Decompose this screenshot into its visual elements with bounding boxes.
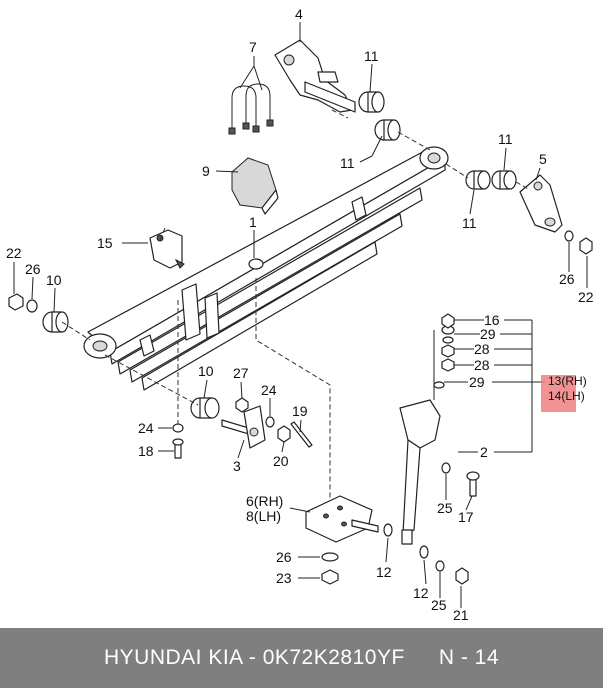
label-29-b: 29 <box>469 374 485 390</box>
label-28-b: 28 <box>474 357 490 373</box>
label-26-b: 26 <box>559 271 575 287</box>
label-18: 18 <box>138 443 154 459</box>
label-13-rh: (RH) <box>561 374 586 388</box>
label-11-a: 11 <box>364 48 379 64</box>
label-26-c: 26 <box>276 549 292 565</box>
shackle-plate <box>519 174 563 233</box>
label-22-b: 22 <box>578 289 594 305</box>
label-10-a: 10 <box>46 272 62 288</box>
label-26-a: 26 <box>25 261 41 277</box>
label-19: 19 <box>292 403 308 419</box>
label-24-b: 24 <box>261 382 277 398</box>
label-5: 5 <box>539 151 547 167</box>
shock-absorber <box>399 313 455 545</box>
stabilizer-bracket <box>149 229 185 269</box>
label-8-num: 8 <box>246 508 254 524</box>
bushings <box>358 91 517 190</box>
label-11-d: 11 <box>462 215 477 231</box>
label-20: 20 <box>273 453 289 469</box>
footer-page: N - 14 <box>438 646 499 669</box>
label-8: 8(LH) <box>246 508 281 524</box>
footer-bar: HYUNDAI KIA - 0K72K2810YF N - 14 <box>0 628 603 688</box>
highlight-box <box>541 375 576 412</box>
label-15: 15 <box>97 235 113 251</box>
lower-hardware <box>172 397 313 459</box>
label-17: 17 <box>458 509 474 525</box>
leaf-spring-parts-diagram: 4 7 11 11 11 11 5 9 1 15 22 26 10 26 22 … <box>6 6 594 623</box>
lower-right-hardware <box>419 230 593 585</box>
label-7: 7 <box>249 39 257 55</box>
label-11-b: 11 <box>340 155 355 171</box>
label-28-a: 28 <box>474 341 490 357</box>
label-22-a: 22 <box>6 245 22 261</box>
label-3: 3 <box>233 458 241 474</box>
label-14: 14(LH) <box>548 389 585 403</box>
label-6-num: 6 <box>246 493 254 509</box>
label-9: 9 <box>202 163 210 179</box>
label-6-rh: (RH) <box>254 493 284 509</box>
label-4: 4 <box>295 6 303 22</box>
footer-part-number: HYUNDAI KIA - 0K72K2810YF <box>104 646 405 669</box>
label-23: 23 <box>276 570 292 586</box>
leaf-spring <box>83 146 449 391</box>
label-11-c: 11 <box>498 131 513 147</box>
label-12-a: 12 <box>376 564 392 580</box>
spring-seat <box>305 495 393 585</box>
label-12-b: 12 <box>413 585 429 601</box>
assembly-lines <box>61 109 531 498</box>
shackle-bracket <box>274 39 356 113</box>
u-bolt <box>228 83 274 135</box>
label-8-lh: (LH) <box>254 508 281 524</box>
label-10-b: 10 <box>198 363 214 379</box>
label-6: 6(RH) <box>246 493 283 509</box>
label-13-num: 13 <box>548 374 562 388</box>
label-16: 16 <box>484 312 500 328</box>
label-14-num: 14 <box>548 389 562 403</box>
part-labels: 4 7 11 11 11 11 5 9 1 15 22 26 10 26 22 … <box>6 6 594 623</box>
label-21: 21 <box>453 607 469 623</box>
label-29-a: 29 <box>480 326 496 342</box>
label-27: 27 <box>233 365 249 381</box>
label-14-lh: (LH) <box>561 389 584 403</box>
label-25-b: 25 <box>431 597 447 613</box>
label-2: 2 <box>480 444 488 460</box>
label-24-a: 24 <box>138 420 154 436</box>
label-13: 13(RH) <box>548 374 587 388</box>
label-1: 1 <box>249 214 257 230</box>
label-25-a: 25 <box>437 500 453 516</box>
left-hardware <box>8 293 69 333</box>
bump-stopper <box>231 157 279 215</box>
leader-lines <box>13 22 588 608</box>
